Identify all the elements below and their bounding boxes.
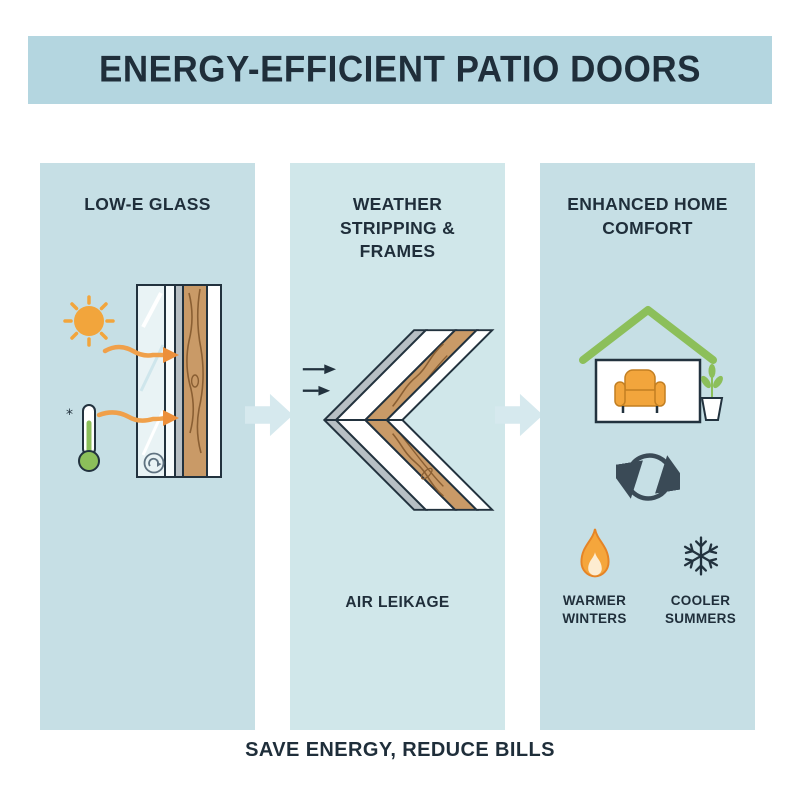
page-title: ENERGY-EFFICIENT PATIO DOORS bbox=[99, 48, 701, 91]
panel-home-comfort: ENHANCED HOME COMFORT bbox=[540, 163, 755, 730]
footer-tagline: SAVE ENERGY, REDUCE BILLS bbox=[245, 739, 555, 761]
benefit-label: WARMER WINTERS bbox=[562, 593, 627, 626]
house-icon bbox=[578, 306, 723, 424]
armchair-icon bbox=[613, 369, 666, 414]
benefit-list: WARMER WINTERS CO bbox=[554, 525, 742, 627]
panel-title-weather: WEATHER STRIPPING & FRAMES bbox=[339, 194, 456, 262]
frame-outer-board bbox=[205, 283, 222, 478]
frame-corner-icon bbox=[302, 329, 495, 511]
panel-title-low-e: LOW-E GLASS bbox=[84, 194, 211, 214]
cycle-icon bbox=[615, 453, 680, 501]
low-e-glass-illustration: * bbox=[62, 283, 222, 478]
air-leakage-label: AIR LEIKAGE bbox=[345, 593, 450, 611]
glass-pane-icon bbox=[135, 283, 176, 478]
weather-strip bbox=[173, 283, 184, 478]
benefit-cooler-summers: COOLER SUMMERS bbox=[660, 525, 742, 627]
panel-low-e-glass: LOW-E GLASS bbox=[40, 163, 255, 730]
air-arrows-icon bbox=[302, 364, 336, 396]
sun-icon bbox=[62, 294, 115, 347]
roof bbox=[578, 306, 717, 365]
wood-frame-icon bbox=[181, 283, 208, 478]
snowflake-icon bbox=[680, 536, 721, 576]
header-banner: ENERGY-EFFICIENT PATIO DOORS bbox=[28, 36, 772, 104]
panel-title-comfort: ENHANCED HOME COMFORT bbox=[567, 194, 728, 238]
flame-icon bbox=[579, 528, 610, 578]
plant-icon bbox=[700, 364, 723, 422]
thermometer-icon: * bbox=[66, 403, 100, 472]
benefit-warmer-winters: WARMER WINTERS bbox=[554, 525, 636, 627]
low-e-coating-icon bbox=[143, 452, 164, 474]
heat-arrow-icon bbox=[96, 344, 179, 426]
panel-weather-stripping: WEATHER STRIPPING & FRAMES bbox=[290, 163, 505, 730]
svg-text:*: * bbox=[66, 407, 73, 423]
benefit-label: COOLER SUMMERS bbox=[664, 593, 737, 626]
